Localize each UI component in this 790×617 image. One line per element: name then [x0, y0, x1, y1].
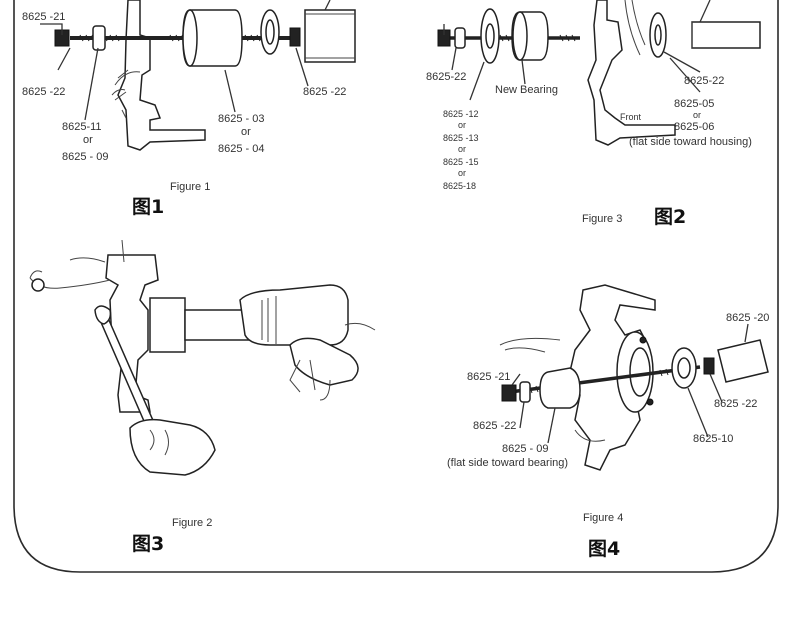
fig4-label-8625-10: 8625-10 [693, 433, 733, 445]
outer-frame-border [13, 0, 779, 573]
fig2-label-flat-side-housing: (flat side toward housing) [629, 136, 752, 148]
fig2-caption: Figure 3 [582, 213, 622, 225]
fig1-label-8625-04: 8625 - 04 [218, 143, 264, 155]
fig3-caption: Figure 2 [172, 517, 212, 529]
fig2-label-or-c: or [458, 168, 466, 178]
fig2-label-or-b: or [458, 144, 466, 154]
fig2-label-or-d: or [693, 110, 701, 120]
fig1-caption: Figure 1 [170, 181, 210, 193]
fig4-label-8625-20: 8625 -20 [726, 312, 769, 324]
fig2-label-8625-22-right: 8625-22 [684, 75, 724, 87]
fig1-label-8625-03: 8625 - 03 [218, 113, 264, 125]
fig4-tag: 图4 [588, 538, 620, 560]
fig3-tag: 图3 [132, 533, 164, 555]
fig1-label-or-2: or [241, 126, 251, 138]
fig2-housing [587, 0, 676, 146]
fig1-label-8625-21: 8625 -21 [22, 11, 65, 23]
figure-4: 8625 -20 8625 -21 8625 -22 8625 - 09 (fl… [447, 284, 769, 560]
fig4-label-8625-22-right: 8625 -22 [714, 398, 757, 410]
figure-1: 8625 -21 8625 -22 8625-11 or 8625 - 09 8… [22, 0, 356, 218]
fig1-label-or-1: or [83, 134, 93, 146]
fig4-label-8625-22-left: 8625 -22 [473, 420, 516, 432]
figure-2: 8625-22 New Bearing 8625 -12 or 8625 -13… [426, 0, 761, 228]
fig2-label-8625-13: 8625 -13 [443, 133, 479, 143]
fig1-tag: 图1 [132, 196, 164, 218]
fig4-caption: Figure 4 [583, 512, 623, 524]
figure-3: Figure 2 图3 [29, 239, 376, 555]
fig2-label-8625-22-left: 8625-22 [426, 71, 466, 83]
fig1-label-8625-22-left: 8625 -22 [22, 86, 65, 98]
fig1-label-8625-11: 8625-11 [62, 121, 102, 133]
fig2-label-front: Front [620, 112, 642, 122]
fig2-label-8625-05: 8625-05 [674, 98, 714, 110]
fig2-label-8625-15: 8625 -15 [443, 157, 479, 167]
fig2-label-8625-12: 8625 -12 [443, 109, 479, 119]
fig1-label-8625-09: 8625 - 09 [62, 151, 108, 163]
fig2-tag: 图2 [654, 206, 686, 228]
fig2-label-8625-18: 8625-18 [443, 181, 476, 191]
fig4-label-flat-side-bearing: (flat side toward bearing) [447, 457, 568, 469]
fig2-label-8625-06: 8625-06 [674, 121, 714, 133]
fig2-label-new-bearing: New Bearing [495, 84, 558, 96]
fig2-label-or-a: or [458, 120, 466, 130]
fig1-label-8625-22-right: 8625 -22 [303, 86, 346, 98]
fig4-label-8625-09: 8625 - 09 [502, 443, 548, 455]
fig4-label-8625-21: 8625 -21 [467, 371, 510, 383]
